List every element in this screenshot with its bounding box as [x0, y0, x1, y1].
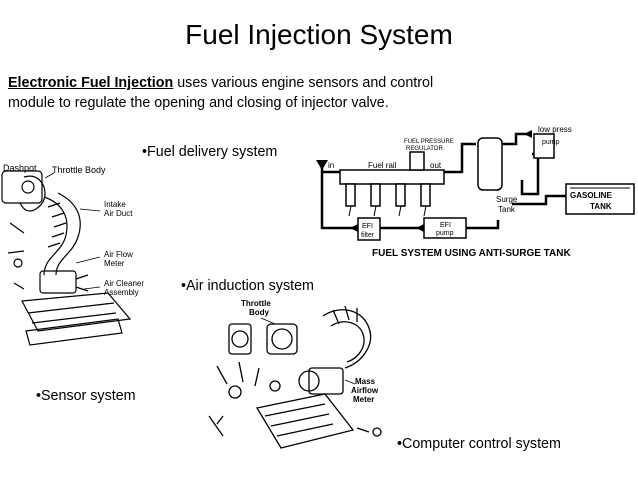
gasoline-tank-shape	[565, 183, 635, 215]
bullet-fuel-delivery: •Fuel delivery system	[142, 144, 278, 160]
label-throttle-1: Throttle	[241, 299, 271, 308]
bullet-air-induction: •Air induction system	[181, 278, 314, 294]
sensor-system-diagram: Dashpot Throttle Body Intake Air Duct Ai…	[1, 163, 144, 346]
mass-airflow-meter-shape	[308, 367, 344, 395]
label-regulator-1: FUEL PRESSURE	[404, 139, 454, 145]
label-dashpot: Dashpot	[3, 163, 37, 173]
airflow-meter-shape	[39, 270, 77, 294]
label-tank-2: TANK	[590, 202, 612, 211]
label-regulator-2: REGULATOR	[406, 146, 443, 152]
air-hose-shape	[322, 309, 372, 369]
gasket-shape	[228, 323, 252, 355]
label-pump-1: EFI	[440, 222, 451, 229]
air-cleaner-case-shape	[255, 393, 355, 449]
label-filter-2: filter	[361, 232, 375, 239]
label-in: in	[328, 161, 334, 170]
label-cleaner-1: Air Cleaner	[104, 279, 144, 288]
label-out: out	[430, 161, 442, 170]
label-maf-1: Mass	[355, 377, 376, 386]
label-low-press-1: low press	[538, 125, 572, 134]
bullet-computer-control: •Computer control system	[397, 436, 561, 452]
pressure-regulator-shape	[409, 151, 425, 171]
low-press-pump-shape	[533, 133, 555, 159]
label-filter-1: EFI	[362, 223, 373, 230]
slide-title: Fuel Injection System	[185, 19, 453, 50]
injector-1	[345, 183, 356, 207]
intro-line1-text: uses various engine sensors and control	[173, 75, 434, 91]
air-induction-diagram: Throttle Body Mass Airflow Meter	[208, 299, 382, 449]
air-cleaner-shape	[21, 292, 132, 332]
bullet-sensor-system: •Sensor system	[36, 388, 136, 404]
label-throttle-2: Body	[249, 308, 270, 317]
label-throttle-body: Throttle Body	[52, 165, 106, 175]
surge-tank-shape	[477, 137, 503, 191]
label-surge-1: Surge	[496, 195, 518, 204]
intro-line2-text: module to regulate the opening and closi…	[8, 95, 389, 111]
label-tank-1: GASOLINE	[570, 191, 612, 200]
injector-3	[395, 183, 406, 207]
label-airflow-1: Air Flow	[104, 250, 133, 259]
intro-paragraph: Electronic Fuel Injection uses various e…	[8, 73, 478, 113]
label-maf-2: Airflow	[351, 386, 379, 395]
label-fuel-rail: Fuel rail	[368, 161, 397, 170]
fuel-delivery-diagram: low press pump FUEL PRESSURE REGULATOR i…	[316, 125, 635, 259]
injector-2	[370, 183, 381, 207]
throttle-body-shape	[19, 175, 46, 212]
label-intake-2: Air Duct	[104, 209, 133, 218]
label-pump-2: pump	[436, 230, 454, 237]
label-maf-3: Meter	[353, 395, 374, 404]
label-airflow-2: Meter	[104, 259, 125, 268]
throttle-body-shape	[266, 323, 298, 355]
label-intake-1: Intake	[104, 200, 126, 209]
injector-4	[420, 183, 431, 207]
label-low-press-2: pump	[542, 139, 560, 146]
label-cleaner-2: Assembly	[104, 288, 139, 297]
intro-lead-term: Electronic Fuel Injection	[8, 75, 174, 91]
label-surge-2: Tank	[498, 205, 516, 214]
fuel-diagram-caption: FUEL SYSTEM USING ANTI-SURGE TANK	[372, 248, 571, 259]
dashpot-shape	[1, 170, 43, 204]
fuel-rail-shape	[339, 169, 445, 185]
